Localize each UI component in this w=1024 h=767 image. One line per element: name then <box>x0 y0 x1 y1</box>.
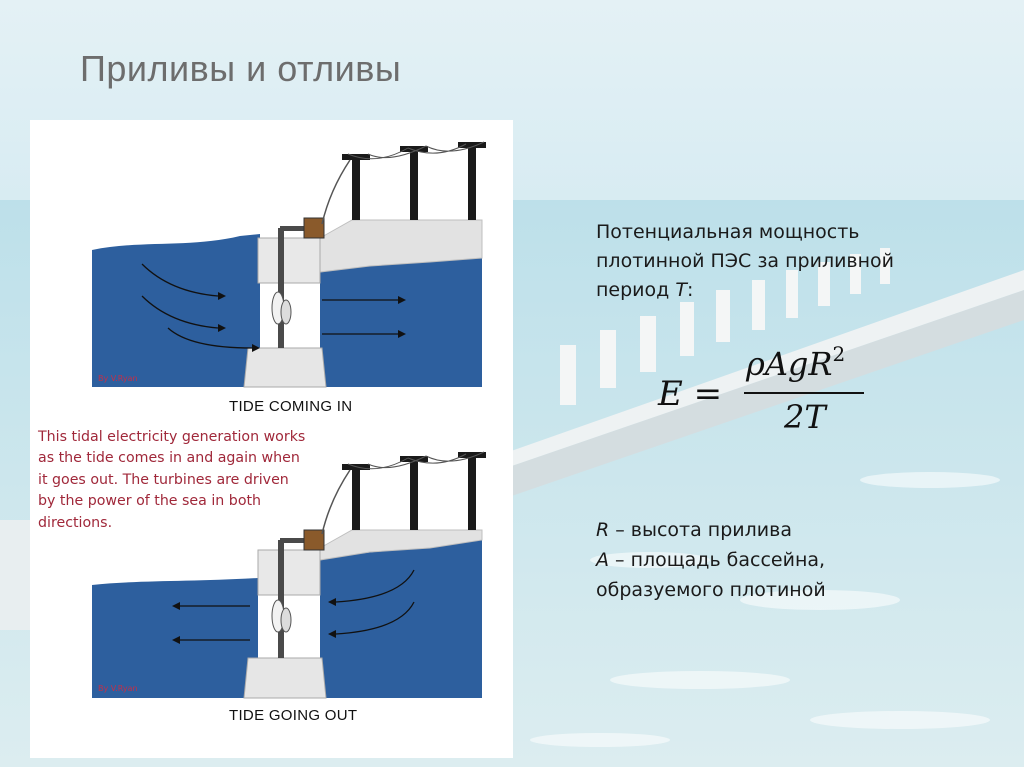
intro-line-3-prefix: период <box>596 279 675 301</box>
formula-exponent: 2 <box>833 342 846 366</box>
definition-a: A – площадь бассейна, <box>596 546 825 575</box>
pylon <box>352 158 360 220</box>
sea-water-left <box>92 234 260 387</box>
pylon-2 <box>352 468 360 530</box>
intro-line-1: Потенциальная мощность <box>596 218 860 247</box>
turbine-house <box>258 238 320 283</box>
formula-denominator: 2T <box>784 398 826 436</box>
definition-a-text: – площадь бассейна, <box>609 549 825 571</box>
caption-tide-coming-in: TIDE COMING IN <box>229 398 352 415</box>
diagram-tide-coming-in <box>92 142 486 387</box>
definition-r-var: R <box>596 519 609 541</box>
basin-water-right-high <box>320 540 482 698</box>
diagram-explanation-note: This tidal electricity generation works … <box>38 427 308 534</box>
sea-water-left-low <box>92 578 258 698</box>
turbine-house-2 <box>258 550 320 595</box>
definition-r-text: – высота прилива <box>609 519 792 541</box>
formula-numerator: ρAgR2 <box>746 342 845 383</box>
definition-r: R – высота прилива <box>596 516 792 545</box>
diagram-credit-top: By V.Ryan <box>98 374 138 383</box>
caption-tide-going-out: TIDE GOING OUT <box>229 707 357 724</box>
slide-title: Приливы и отливы <box>80 48 401 90</box>
intro-line-3-suffix: : <box>687 279 693 301</box>
intro-line-2: плотинной ПЭС за приливной <box>596 247 894 276</box>
formula-numerator-text: ρAgR <box>746 345 833 383</box>
dam-base-2 <box>244 658 326 698</box>
definition-a-continued: образуемого плотиной <box>596 576 826 605</box>
basin-water-right <box>320 258 482 387</box>
generator <box>304 218 324 238</box>
power-formula: E = ρAgR2 2T <box>658 342 878 442</box>
dam-base <box>244 348 326 387</box>
formula-lhs: E = <box>658 374 722 414</box>
intro-period-variable: T <box>675 279 687 301</box>
intro-line-3: период T: <box>596 276 693 305</box>
diagram-credit-bottom: By V.Ryan <box>98 684 138 693</box>
formula-fraction-bar <box>744 392 864 394</box>
tidal-diagram-panel: By V.Ryan TIDE COMING IN This tidal elec… <box>30 120 513 758</box>
definition-a-var: A <box>596 549 609 571</box>
